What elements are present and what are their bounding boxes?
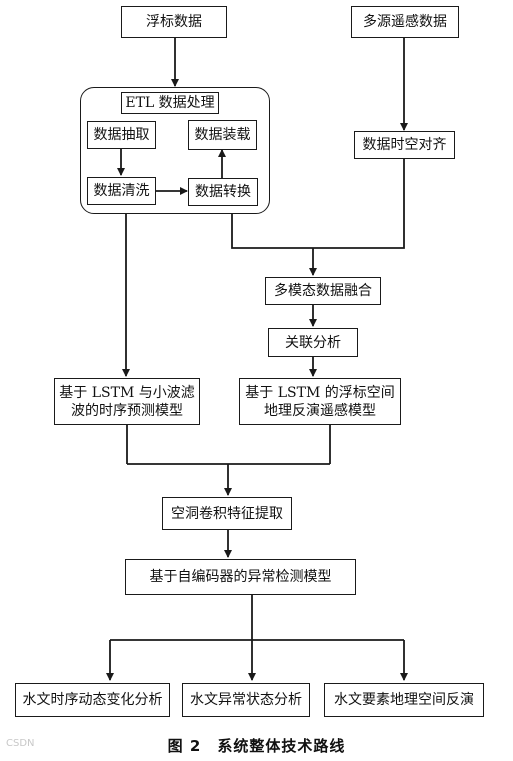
output-anomaly-node: 水文异常状态分析 — [182, 683, 310, 717]
etl-container — [80, 87, 270, 214]
dilated-conv-node: 空洞卷积特征提取 — [162, 497, 292, 530]
lstm-wavelet-line-1: 基于 LSTM 与小波滤 — [59, 384, 195, 401]
clean-node: 数据清洗 — [87, 177, 156, 205]
watermark-logo: CSDN — [6, 738, 35, 749]
autoencoder-node: 基于自编码器的异常检测模型 — [125, 559, 356, 595]
load-node: 数据装载 — [188, 120, 257, 150]
lstm-inversion-node: 基于 LSTM 的浮标空间 地理反演遥感模型 — [239, 378, 401, 425]
remote-data-node: 多源遥感数据 — [351, 6, 459, 38]
extract-node: 数据抽取 — [87, 121, 156, 149]
output-spatial-node: 水文要素地理空间反演 — [324, 683, 484, 717]
align-node: 数据时空对齐 — [354, 131, 455, 159]
fusion-node: 多模态数据融合 — [265, 277, 381, 305]
etl-label: ETL 数据处理 — [121, 92, 219, 114]
transform-node: 数据转换 — [188, 178, 258, 206]
lstm-wavelet-node: 基于 LSTM 与小波滤 波的时序预测模型 — [54, 378, 200, 425]
float-data-node: 浮标数据 — [121, 6, 227, 38]
output-dynamic-node: 水文时序动态变化分析 — [15, 683, 170, 717]
lstm-inversion-line-1: 基于 LSTM 的浮标空间 — [245, 384, 395, 401]
lstm-inversion-line-2: 地理反演遥感模型 — [264, 402, 376, 419]
lstm-wavelet-line-2: 波的时序预测模型 — [71, 402, 183, 419]
assoc-node: 关联分析 — [268, 328, 358, 357]
figure-caption: 图 2 系统整体技术路线 — [167, 737, 346, 755]
